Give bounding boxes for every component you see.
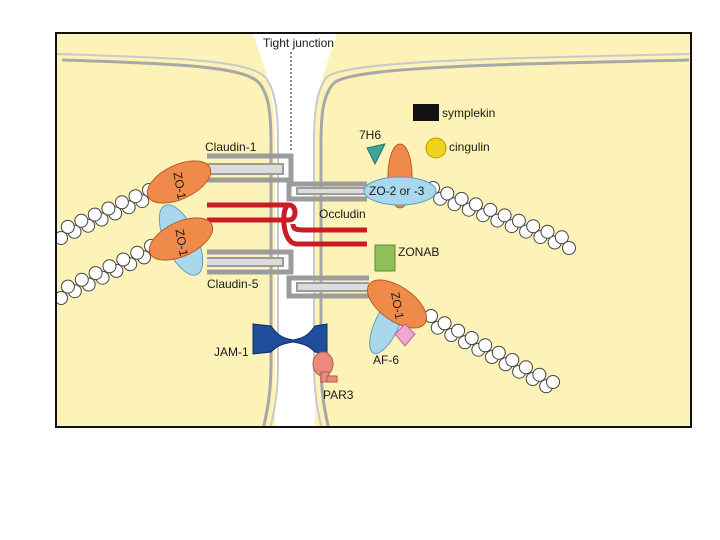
claudin-1-label: Claudin-1 (205, 140, 257, 154)
actin-bead (532, 367, 547, 382)
zo-1-upper-label: ZO-1 (170, 171, 189, 201)
actin-bead (451, 323, 466, 338)
7h6-label: 7H6 (359, 128, 381, 142)
actin-bead (102, 259, 117, 274)
right-cell-membrane (313, 53, 690, 426)
zo-1-lower-label: ZO-1 (172, 228, 191, 258)
zo-1-upper (146, 160, 212, 204)
actin-bead (491, 345, 506, 360)
par3-label: PAR3 (323, 388, 354, 402)
zonab-label: ZONAB (398, 245, 439, 259)
actin-bead (60, 219, 75, 234)
actin-bead (440, 186, 455, 201)
actin-bead (540, 224, 555, 239)
zo-1-right (366, 279, 428, 329)
actin-bead (88, 266, 103, 281)
af-6-marker (394, 323, 416, 347)
actin-bead (60, 279, 75, 294)
symplekin-label: symplekin (442, 106, 495, 120)
actin-bead (518, 360, 533, 375)
actin-bead (468, 197, 483, 212)
cingulin-marker (425, 137, 447, 159)
actin-bead (483, 202, 498, 217)
left-cell-membrane (61, 58, 273, 426)
actin-bead (128, 189, 143, 204)
occludin (207, 202, 367, 247)
actin-bead (437, 316, 452, 331)
actin-bead (511, 213, 526, 228)
jam-1-label: JAM-1 (214, 345, 249, 359)
actin-bead (546, 375, 560, 389)
actin-bead (57, 231, 68, 245)
occludin-label: Occludin (319, 207, 366, 221)
actin-bead (464, 331, 479, 345)
actin-bead (74, 272, 89, 287)
actin-bead (497, 208, 512, 223)
actin-bead (116, 252, 131, 267)
zonab-marker (374, 244, 396, 272)
zo-1-lower (148, 217, 214, 261)
actin-bead (454, 191, 469, 206)
actin-bead (57, 291, 68, 305)
af-6-label: AF-6 (373, 353, 399, 367)
claudin-5 (207, 249, 369, 299)
actin-bead (505, 353, 520, 367)
actin-bead (526, 219, 541, 234)
actin-bead (130, 245, 145, 260)
claudin-1 (207, 153, 367, 202)
actin-bead (562, 241, 576, 255)
actin-bead (554, 230, 569, 245)
par3-marker (312, 351, 338, 383)
7h6-marker (366, 143, 386, 166)
actin-bead (74, 213, 89, 228)
actin-bead (478, 338, 493, 353)
claudin-5-label: Claudin-5 (207, 277, 259, 291)
zo-1-right-label: ZO-1 (388, 291, 407, 321)
diagram-canvas: Tight junction Claudin-1 Occludin Claudi… (57, 34, 690, 426)
actin-filaments (57, 181, 576, 394)
symplekin-marker (413, 104, 439, 121)
tight-junction-diagram: Tight junction Claudin-1 Occludin Claudi… (55, 32, 692, 428)
zo-2-or-3-label: ZO-2 or -3 (369, 184, 425, 198)
actin-bead (87, 207, 102, 222)
cingulin-label: cingulin (449, 140, 490, 154)
zo-2-or-3 (363, 176, 437, 206)
tight-junction-label: Tight junction (263, 36, 334, 50)
actin-bead (101, 201, 116, 216)
actin-bead (114, 195, 129, 210)
